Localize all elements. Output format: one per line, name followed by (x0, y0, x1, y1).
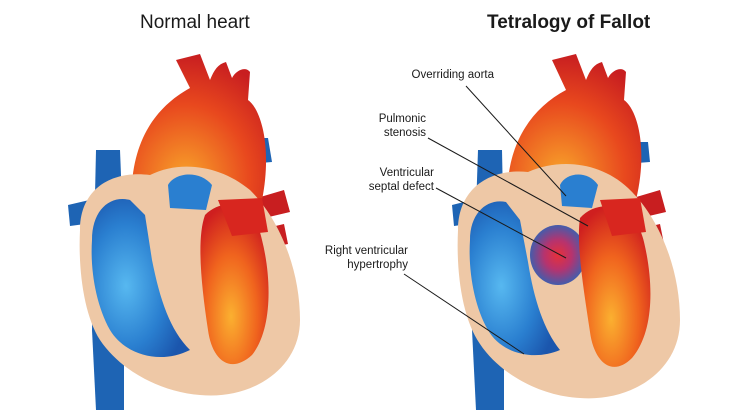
overriding-aorta-text: Overriding aorta (411, 69, 494, 81)
pulmonic-text: Pulmonic (378, 113, 426, 125)
ventricular-text: Ventricular (379, 167, 434, 179)
tof-title: Tetralogy of Fallot (487, 12, 651, 33)
stenosis-text: stenosis (383, 127, 426, 139)
tof-aorta (507, 54, 642, 205)
normal-heart (68, 54, 300, 410)
leader-lines (403, 85, 589, 355)
hypertrophy-text: hypertrophy (347, 259, 408, 271)
label-pulmonic-stenosis: Pulmonic stenosis (350, 112, 426, 140)
label-rvh: Right ventricular hypertrophy (300, 244, 408, 272)
septal-defect (530, 225, 586, 285)
tof-heart (452, 54, 680, 410)
normal-heart-title: Normal heart (140, 12, 250, 33)
label-overriding-aorta: Overriding aorta (384, 68, 494, 82)
right-ventricular-text: Right ventricular (324, 245, 408, 257)
right-chambers (91, 199, 190, 358)
left-ventricle (200, 204, 269, 365)
label-vsd: Ventricular septal defect (340, 166, 434, 194)
septal-defect-text: septal defect (368, 181, 434, 193)
